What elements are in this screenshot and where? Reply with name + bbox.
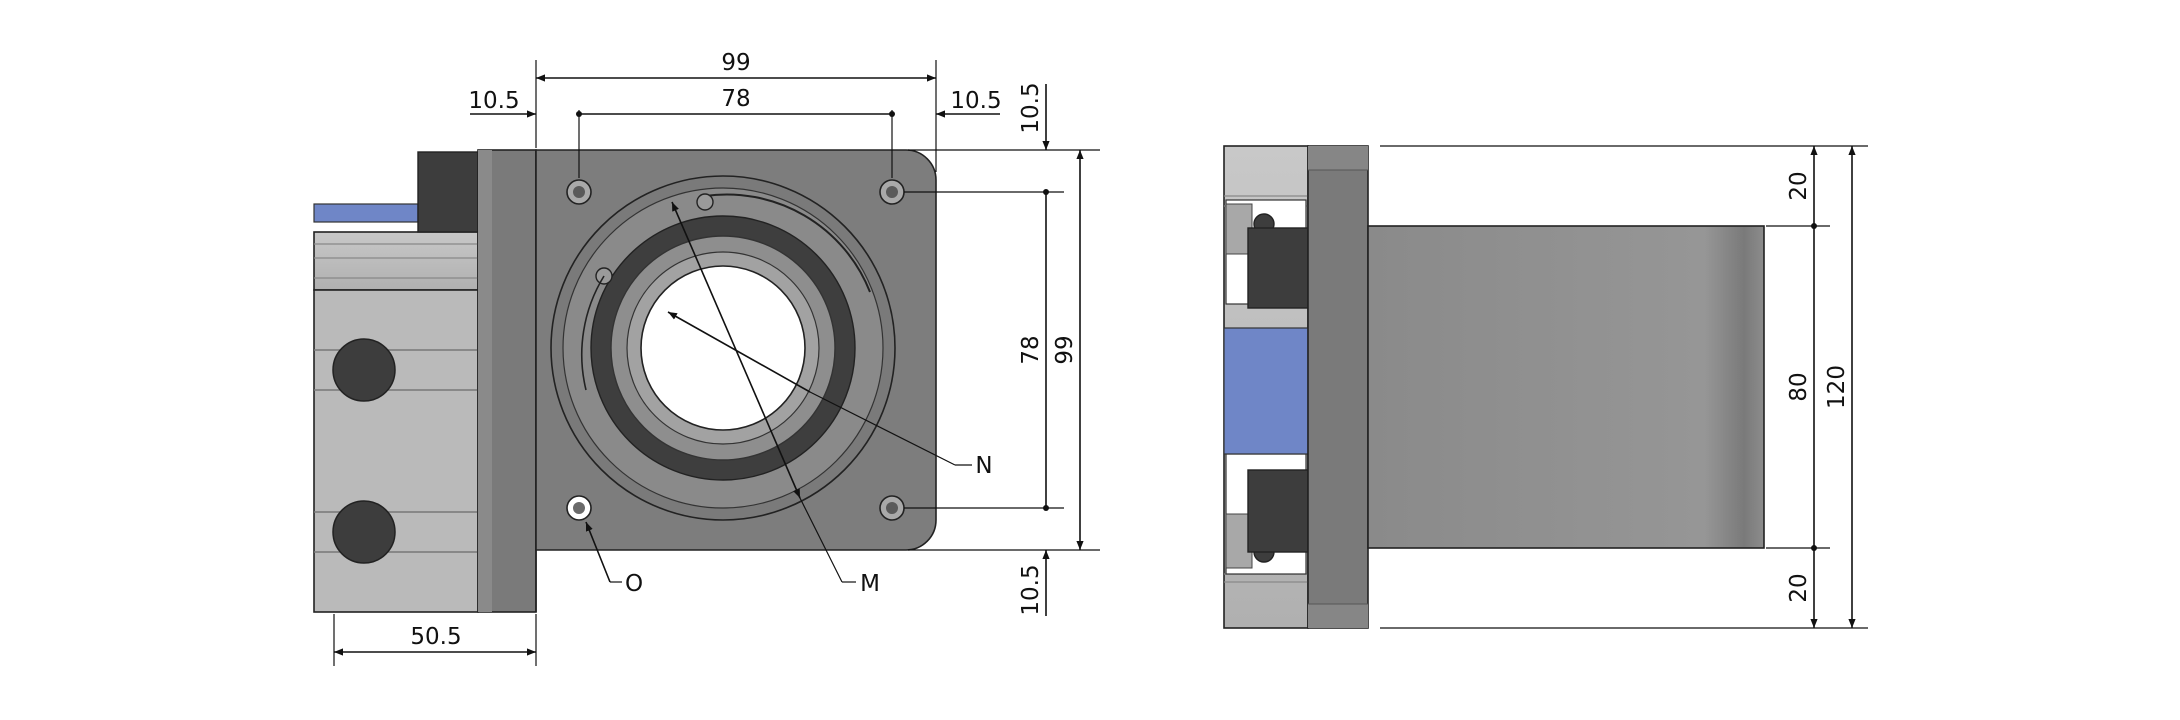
side-view: 20 80 20 120 [1223,145,1868,629]
side-dark-block-bottom [1247,469,1309,553]
mount-hole-bottom-right-inner [886,502,898,514]
label-20-bottom: 20 [1786,573,1812,602]
label-80: 80 [1786,372,1812,401]
n-leader-ext [809,391,956,466]
label-10-5-left: 10.5 [468,88,519,114]
mounting-holes [566,179,905,521]
side-flange-shade [1308,604,1368,628]
flange-plate-shade [478,150,492,612]
side-flange-shade [1308,146,1368,170]
label-10-5-bottom: 10.5 [1018,564,1044,615]
extrusion-top-rail [313,231,479,291]
side-blue-panel [1223,327,1309,455]
label-10-5-right: 10.5 [950,88,1001,114]
extrusion-main [313,289,479,613]
label-78-top: 78 [721,86,750,112]
callout-o: O [625,571,643,597]
knob-upper [332,338,396,402]
callout-m: M [860,571,880,597]
label-78-right: 78 [1018,335,1044,364]
dim-dot [1043,189,1049,195]
m-leader-ext [799,497,843,583]
locking-screw [696,193,714,211]
blue-strip [313,203,419,223]
front-view: 99 78 10.5 10.5 10.5 78 99 10.5 50.5 N O… [313,50,1100,666]
mount-hole-bottom-left-inner [573,502,585,514]
o-leader [585,521,611,583]
locking-slot [581,275,605,391]
mount-hole-top-left-inner [573,186,585,198]
dim-dot [576,111,582,117]
knob-lower [332,500,396,564]
bearing-assembly [550,175,896,521]
dark-block [417,151,479,233]
side-dark-block-top [1247,227,1309,309]
side-flange [1307,145,1369,629]
dim-dot [1043,505,1049,511]
side-cylinder [1367,225,1765,549]
label-99-top: 99 [721,50,750,76]
label-50-5: 50.5 [410,624,461,650]
label-10-5-top: 10.5 [1018,82,1044,133]
dim-dot [889,111,895,117]
mount-hole-top-right-inner [886,186,898,198]
extrusion-body [313,151,479,613]
label-120: 120 [1824,365,1850,409]
diameter-n-leader [667,311,811,393]
label-99-right: 99 [1052,335,1078,364]
locking-slot [704,193,871,293]
callout-n: N [975,453,992,479]
label-20-top: 20 [1786,171,1812,200]
bore [640,265,806,431]
